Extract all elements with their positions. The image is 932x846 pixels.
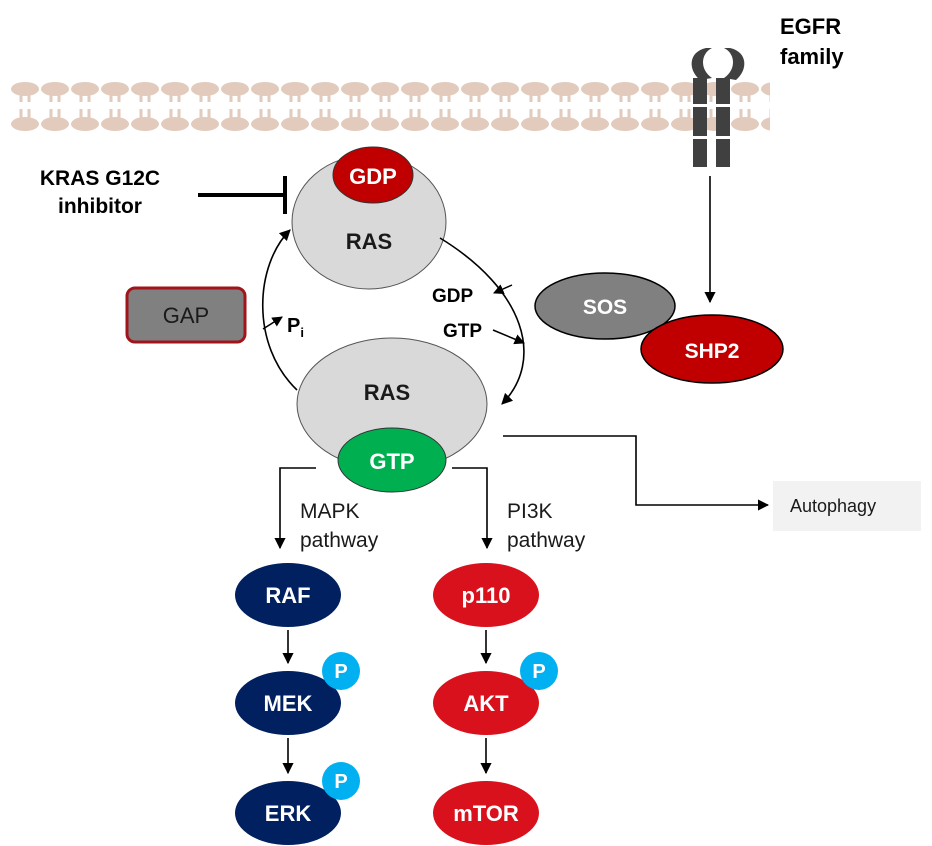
autophagy-label: Autophagy: [790, 496, 876, 516]
gdp-release-label: GDP: [432, 286, 474, 307]
gap-label: GAP: [163, 303, 209, 328]
mtor-label: mTOR: [453, 801, 519, 826]
gap-node: [125, 286, 247, 344]
inhibitor-label-line2: inhibitor: [58, 195, 142, 218]
akt-phospho-badge: [520, 652, 558, 690]
autophagy-box: [773, 481, 921, 531]
erk-phospho-badge: [322, 762, 360, 800]
akt-node: [433, 671, 539, 735]
raf-node: [235, 563, 341, 627]
gtp-load-arrow: [492, 329, 525, 345]
pi-label: Pi: [287, 315, 304, 340]
pi-release-arrow: [262, 316, 283, 330]
pi3k-branch-arrow: [452, 467, 493, 550]
sos-label: SOS: [583, 296, 627, 319]
p110-label: p110: [462, 583, 511, 608]
gtp-bound-label: GTP: [369, 449, 414, 474]
ras-gtp-label: RAS: [364, 380, 410, 405]
akt-label: AKT: [463, 691, 509, 716]
raf-label: RAF: [265, 583, 310, 608]
pi3k-label-line2: pathway: [507, 529, 586, 552]
mek-phospho-label: P: [334, 661, 347, 683]
mek-phospho-badge: [322, 652, 360, 690]
gtp-bound-node: [337, 427, 447, 493]
mek-node: [235, 671, 341, 735]
mtor-node: [433, 781, 539, 845]
ras-to-autophagy-arrow: [503, 435, 770, 511]
shp2-node: [640, 314, 784, 384]
erk-phospho-label: P: [334, 771, 347, 793]
mapk-label-line2: pathway: [300, 529, 379, 552]
cell-membrane: [10, 82, 770, 132]
mek-label: MEK: [264, 691, 313, 716]
erk-node: [235, 781, 341, 845]
mapk-label-line1: MAPK: [300, 500, 360, 523]
shp2-label: SHP2: [685, 340, 740, 363]
erk-label: ERK: [265, 801, 312, 826]
gtp-load-label: GTP: [443, 321, 482, 342]
inhibitor-label-line1: KRAS G12C: [40, 167, 160, 190]
akt-phospho-label: P: [532, 661, 545, 683]
exchange-arc-arrow: [439, 237, 525, 405]
egfr-label-line1: EGFR: [780, 14, 841, 39]
gdp-release-arrow: [493, 284, 513, 294]
gdp-bound-label: GDP: [349, 164, 397, 189]
ras-gdp-label: RAS: [346, 229, 392, 254]
inhibition-bar: [198, 176, 287, 214]
hydrolysis-arc-arrow: [261, 229, 298, 391]
p110-node: [433, 563, 539, 627]
pi3k-label-line1: PI3K: [507, 500, 553, 523]
egfr-receptor-icon: [691, 48, 745, 167]
gdp-bound-node: [332, 146, 414, 204]
egfr-label-line2: family: [780, 44, 844, 69]
mapk-branch-arrow: [274, 467, 316, 550]
sos-node: [534, 272, 676, 340]
